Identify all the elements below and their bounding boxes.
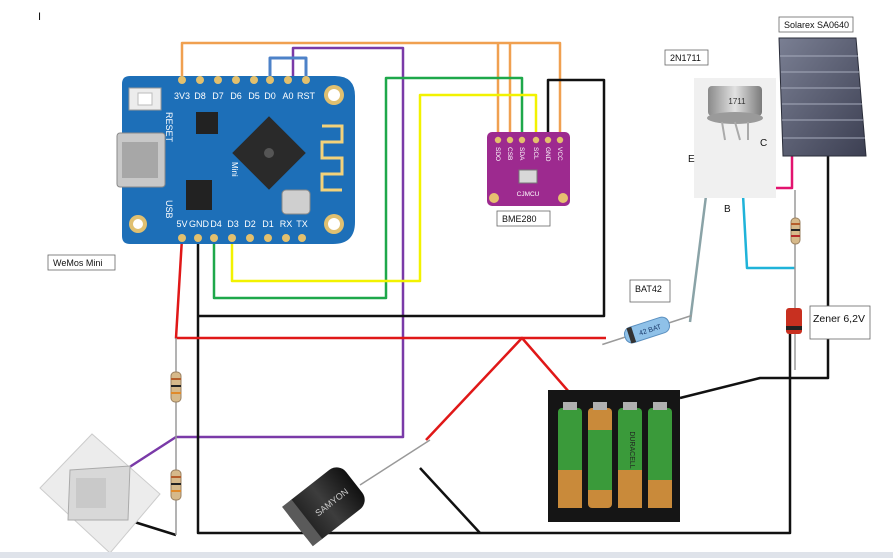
wire-black-gnd [196,238,792,535]
mini-label: Mini [230,162,239,177]
antenna-trace [320,124,344,192]
wemos-bottom-pads [178,234,306,242]
wemos-mini-board: 3V3 D8 D7 D6 D5 D0 A0 RST 5V GND D4 D3 D… [116,76,355,244]
wire-purple-d0 [127,46,405,470]
wire-orange-3v3 [180,41,562,138]
bme-pin-label: CSB [506,147,513,160]
wire-red-batt [425,336,577,441]
battery-brand: DURACELL [628,431,635,468]
battery-cell [588,402,612,508]
base-label: B [724,204,731,215]
wire-black-cap [419,467,481,534]
pin-label-bottom: TX [296,219,308,229]
pin-label-bottom: D2 [244,219,256,229]
pin-label-top: D8 [194,91,206,101]
resistor-divider-top [170,371,182,403]
reset-label: RESET [164,112,174,143]
pin-label-top: D7 [212,91,224,101]
pin-label-bottom: D1 [262,219,274,229]
wemos-label: WeMos Mini [53,258,102,268]
pin-label-top: RST [297,91,316,101]
wire-red-5v [174,237,606,340]
battery-cell: DURACELL [618,402,642,508]
pin-label-bottom: D3 [227,219,239,229]
crystal [281,189,311,215]
wire-blue-link [268,56,308,80]
pin-label-top: D6 [230,91,242,101]
zener-label: Zener 6,2V [813,313,865,325]
pin-label-top: D0 [264,91,276,101]
electrolytic-capacitor: SAMYON [282,467,365,547]
bme-pin-label: SDO [494,147,501,161]
collector-label: C [760,138,767,149]
zener-diode [786,308,802,334]
bme-chip-label: CJMCU [517,191,540,198]
pin-label-bottom: GND [189,219,210,229]
bat42-diode: 42 BAT [602,314,692,346]
bme-pin-label: SCL [532,147,539,160]
bme-pin-label: GND [544,147,551,162]
bme280-board: SDO CSB SDA SCL GND VCC CJMCU [487,132,570,206]
resistor-divider-bottom [170,469,182,501]
bat42-label: BAT42 [635,284,662,294]
wire-black-batt-neg [679,153,830,400]
emitter-label: E [688,154,695,165]
transistor-marking: 1711 [728,97,746,106]
usb-label: USB [164,200,174,219]
bottom-edge [0,552,893,558]
pin-label-top: 3V3 [174,91,190,101]
wire-green-sda [212,76,524,300]
pin-label-top: D5 [248,91,260,101]
wemos-top-pads [178,76,310,84]
transistor-label: 2N1711 [670,53,701,63]
bme-sensor-chip [518,169,538,184]
resistor-base [790,217,801,245]
pin-label-bottom: RX [280,219,293,229]
battery-pack: DURACELL [548,390,680,522]
bme-label: BME280 [502,214,537,224]
battery-cell [648,402,672,508]
wire-yellow-scl [230,93,538,283]
solar-label: Solarex SA0640 [784,20,849,30]
solar-panel [778,37,867,157]
bme-pin-label: VCC [556,147,563,161]
transistor-2n1711: 1711 [694,78,776,198]
corner-mark: I [38,11,41,23]
pin-label-top: A0 [282,91,293,101]
wire-black-gnd-bme [198,78,606,318]
pin-label-bottom: D4 [210,219,222,229]
usb-serial-chip [196,112,218,134]
regulator-chip [186,180,212,210]
bme-pin-label: SDA [518,147,525,161]
battery-cell [558,402,582,508]
pin-label-bottom: 5V [176,219,187,229]
backup-cell [39,433,161,554]
